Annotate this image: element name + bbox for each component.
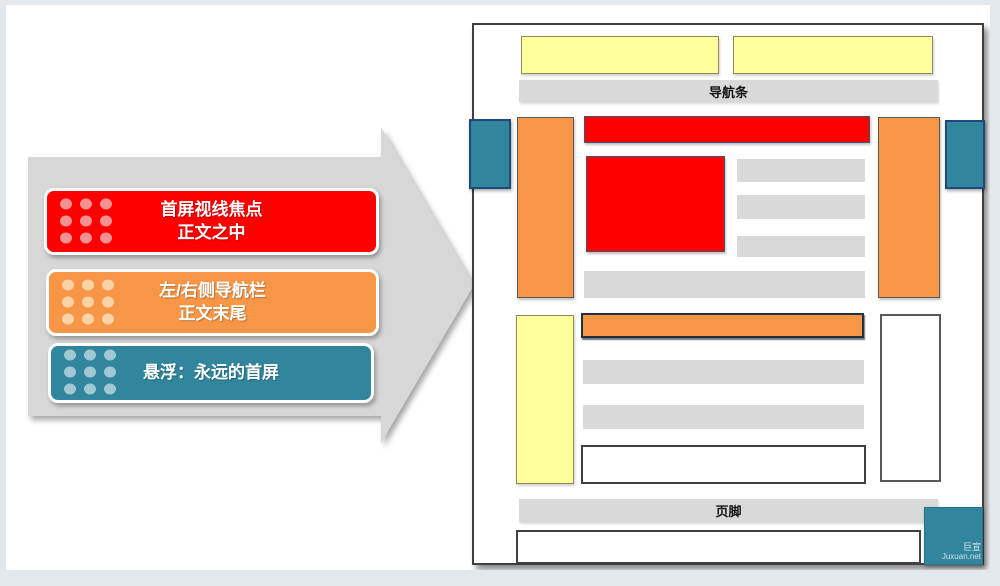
dots-grid-icon — [62, 279, 115, 326]
legend-item-side-nav: 左/右侧导航栏 正文末尾 — [46, 269, 379, 336]
legend-label-text: 左/右侧导航栏 正文末尾 — [49, 280, 376, 324]
text-placeholder-1 — [737, 159, 865, 182]
end-of-body-banner-ad — [581, 313, 864, 338]
legend-line: 左/右侧导航栏 — [159, 281, 266, 301]
top-banner-ad-right — [733, 36, 933, 74]
legend-line: 正文之中 — [177, 222, 246, 242]
top-banner-ad-left — [521, 36, 719, 74]
navbar-label: 导航条 — [708, 84, 748, 100]
webpage-wireframe: 导航条 页脚 巨宣 Juxuan.net — [469, 23, 985, 565]
left-sidebar-ad — [517, 117, 574, 298]
text-placeholder-wide-1 — [584, 271, 865, 298]
footer-label: 页脚 — [715, 504, 742, 519]
legend-line: 首屏视线焦点 — [160, 200, 263, 220]
watermark-badge: 巨宣 Juxuan.net — [924, 507, 983, 565]
content-focus-ad — [586, 156, 725, 252]
watermark-domain: Juxuan.net — [941, 552, 981, 562]
left-column-ad — [516, 315, 574, 484]
text-placeholder-wide-2 — [583, 360, 864, 384]
text-placeholder-2 — [737, 195, 865, 219]
navbar: 导航条 — [519, 80, 938, 102]
legend-line: 悬浮：永远的首屏 — [143, 362, 279, 382]
text-placeholder-3 — [737, 236, 865, 257]
watermark-brand: 巨宣 — [962, 542, 981, 553]
legend-line: 正文末尾 — [178, 303, 247, 323]
text-placeholder-wide-3 — [583, 405, 864, 429]
left-edge-float-ad — [469, 119, 511, 189]
dots-grid-icon — [64, 349, 117, 397]
legend-item-floating: 悬浮：永远的首屏 — [48, 343, 374, 403]
legend-item-first-screen-focus: 首屏视线焦点 正文之中 — [44, 188, 379, 255]
right-edge-float-ad — [945, 120, 985, 189]
legend-label-text: 悬浮：永远的首屏 — [51, 362, 371, 384]
bottom-empty-box — [516, 530, 921, 564]
footer-bar: 页脚 — [519, 499, 938, 522]
dots-grid-icon — [60, 198, 113, 245]
right-sidebar-ad — [878, 117, 940, 298]
legend-label-text: 首屏视线焦点 正文之中 — [47, 199, 376, 243]
content-top-banner-ad — [584, 116, 870, 143]
content-empty-box — [581, 445, 866, 484]
right-column-empty-box — [880, 314, 941, 482]
